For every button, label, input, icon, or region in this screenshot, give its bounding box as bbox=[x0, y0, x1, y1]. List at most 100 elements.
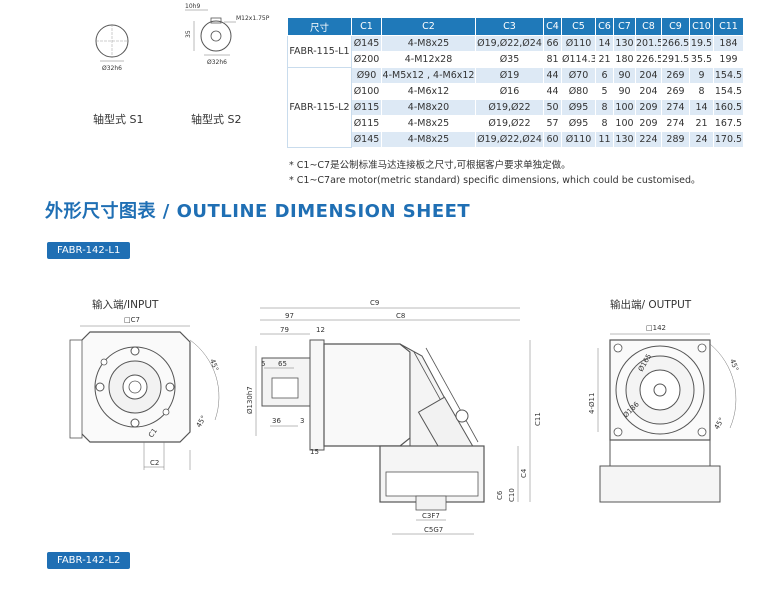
table-cell: 269 bbox=[661, 83, 690, 100]
table-cell: Ø110 bbox=[561, 35, 596, 52]
table-cell: 90 bbox=[613, 83, 636, 100]
s1-diameter: Ø32h6 bbox=[102, 65, 122, 72]
table-cell: 274 bbox=[661, 99, 690, 116]
table-cell: 130 bbox=[613, 35, 636, 52]
dim-c6: C6 bbox=[496, 490, 504, 500]
table-cell: 209 bbox=[635, 115, 662, 132]
header-cell: C10 bbox=[689, 17, 714, 36]
dim-c2: C2 bbox=[150, 459, 159, 467]
header-cell: C1 bbox=[351, 17, 382, 36]
table-cell: 180 bbox=[613, 51, 636, 68]
table-cell: 291.5 bbox=[661, 51, 690, 68]
s2-length: 35 bbox=[185, 30, 192, 38]
dim-c4: C4 bbox=[520, 468, 528, 478]
table-cell: 160.5 bbox=[713, 99, 744, 116]
table-cell: 44 bbox=[543, 83, 562, 100]
note-cn: * C1~C7是公制标准马达连接板之尺寸,可根据客户要求单独定做。 bbox=[289, 160, 571, 171]
table-cell: 209 bbox=[635, 99, 662, 116]
header-cell: C11 bbox=[713, 17, 744, 36]
table-cell: 170.5 bbox=[713, 131, 744, 148]
table-cell: 19.5 bbox=[689, 35, 714, 52]
table-cell: Ø115 bbox=[351, 115, 382, 132]
table-cell: 184 bbox=[713, 35, 744, 52]
table-cell: 224 bbox=[635, 131, 662, 148]
table-cell: 4-M8x25 bbox=[381, 115, 476, 132]
dim-5: 5 bbox=[261, 360, 265, 368]
table-cell: 201.5 bbox=[635, 35, 662, 52]
table-cell: 4-M5x12 , 4-M6x12 bbox=[381, 67, 476, 84]
table-cell: 167.5 bbox=[713, 115, 744, 132]
dim-15: 15 bbox=[310, 448, 319, 456]
table-cell: Ø100 bbox=[351, 83, 382, 100]
table-cell: Ø95 bbox=[561, 115, 596, 132]
table-cell: 5 bbox=[595, 83, 614, 100]
model-badge-l1: FABR-142-L1 bbox=[47, 242, 131, 259]
output-view-label: 输出端/ OUTPUT bbox=[610, 299, 692, 311]
shaft-s2-label: 轴型式 S2 bbox=[191, 113, 242, 126]
table-cell: 289 bbox=[661, 131, 690, 148]
dim-142: □142 bbox=[646, 324, 666, 332]
dim-12: 12 bbox=[316, 326, 325, 334]
out-angle-45-bottom: 45° bbox=[713, 416, 726, 431]
table-cell: Ø19,Ø22,Ø24 bbox=[475, 35, 544, 52]
dim-c1: C1 bbox=[147, 427, 159, 439]
table-cell: Ø95 bbox=[561, 99, 596, 116]
s2-diameter: Ø32h6 bbox=[207, 59, 227, 66]
table-cell: 50 bbox=[543, 99, 562, 116]
table-cell: 100 bbox=[613, 99, 636, 116]
table-cell: 226.5 bbox=[635, 51, 662, 68]
header-cell: C4 bbox=[543, 17, 562, 36]
table-cell: 4-M8x25 bbox=[381, 35, 476, 52]
table-cell: 154.5 bbox=[713, 83, 744, 100]
table-cell: Ø35 bbox=[475, 51, 544, 68]
header-cell: C3 bbox=[475, 17, 544, 36]
table-cell: 57 bbox=[543, 115, 562, 132]
dim-36: 36 bbox=[272, 417, 281, 425]
table-cell: Ø16 bbox=[475, 83, 544, 100]
table-cell: 269 bbox=[661, 67, 690, 84]
table-cell: Ø70 bbox=[561, 67, 596, 84]
table-cell: 204 bbox=[635, 67, 662, 84]
dim-c10: C10 bbox=[508, 488, 516, 502]
table-cell: 66 bbox=[543, 35, 562, 52]
table-cell: 60 bbox=[543, 131, 562, 148]
side-view-drawing: C9 97 C8 79 12 5 65 36 3 Ø130h7 15 C11 bbox=[230, 296, 560, 540]
table-cell: Ø110 bbox=[561, 131, 596, 148]
shaft-s1-drawing: Ø32h6 bbox=[90, 14, 140, 74]
header-cell: C5 bbox=[561, 17, 596, 36]
table-cell: 24 bbox=[689, 131, 714, 148]
table-cell: 44 bbox=[543, 67, 562, 84]
table-cell: 21 bbox=[689, 115, 714, 132]
header-cell: C7 bbox=[613, 17, 636, 36]
table-cell: Ø80 bbox=[561, 83, 596, 100]
dim-3: 3 bbox=[300, 417, 304, 425]
dim-97: 97 bbox=[285, 312, 294, 320]
header-cell: C9 bbox=[661, 17, 690, 36]
table-cell: Ø200 bbox=[351, 51, 382, 68]
model-cell: FABR-115-L1 bbox=[287, 35, 352, 68]
dim-130: Ø130h7 bbox=[246, 386, 254, 414]
table-cell: Ø90 bbox=[351, 67, 382, 84]
dim-c9: C9 bbox=[370, 299, 379, 307]
table-cell: 8 bbox=[595, 99, 614, 116]
header-cell: C6 bbox=[595, 17, 614, 36]
table-cell: Ø145 bbox=[351, 131, 382, 148]
model-cell: FABR-115-L2 bbox=[287, 67, 352, 148]
table-header-row: 尺寸 C1 C2 C3 C4 C5 C6 C7 C8 C9 C10 C11 bbox=[287, 17, 744, 36]
header-cell: 尺寸 bbox=[287, 17, 352, 36]
dim-c8: C8 bbox=[396, 312, 405, 320]
s2-thread: M12x1.75P bbox=[236, 15, 270, 22]
output-view-drawing: □142 Ø165 Ø186 4-Ø11 45° 45° bbox=[570, 318, 750, 508]
angle-45-top: 45° bbox=[208, 358, 220, 372]
table-cell: Ø114.3 bbox=[561, 51, 596, 68]
table-cell: Ø145 bbox=[351, 35, 382, 52]
table-cell: 21 bbox=[595, 51, 614, 68]
dim-c7: □C7 bbox=[124, 316, 140, 324]
dim-79: 79 bbox=[280, 326, 289, 334]
table-cell: 90 bbox=[613, 67, 636, 84]
